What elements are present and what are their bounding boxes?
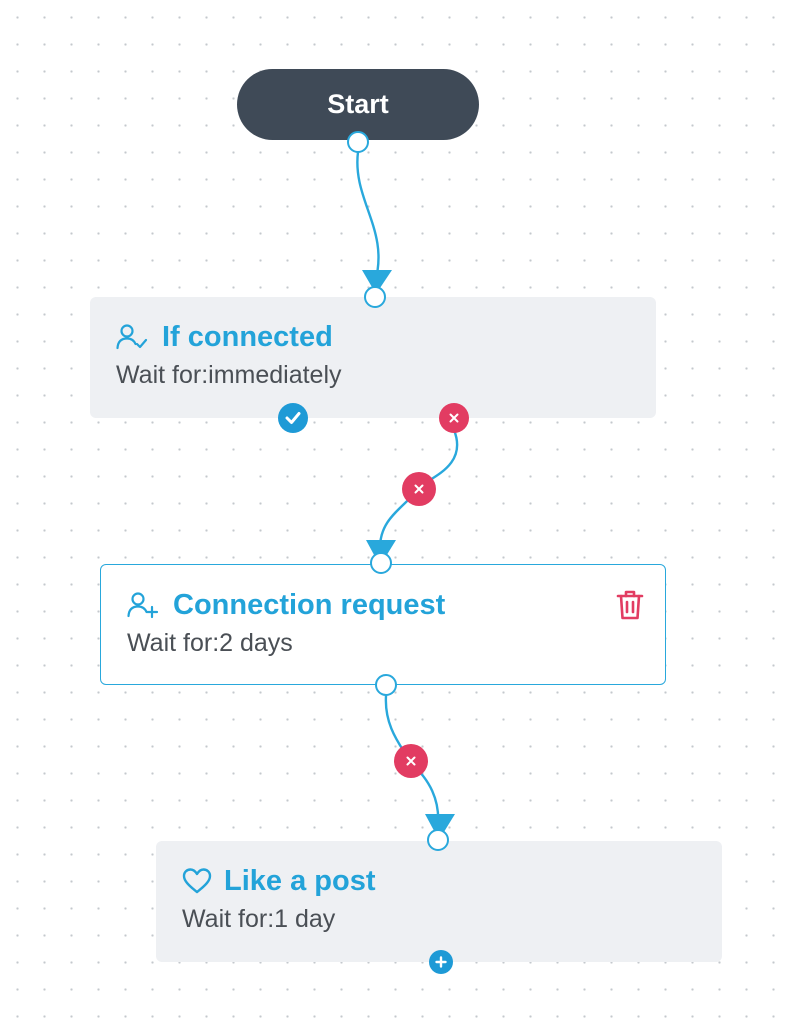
start-output-port[interactable] [347, 131, 369, 153]
user-check-icon [116, 324, 148, 350]
heart-icon [182, 868, 212, 894]
no-branch-button[interactable] [439, 403, 469, 433]
wait-label: Wait for: [182, 905, 275, 933]
close-icon [414, 484, 424, 494]
wait-value: 2 days [219, 629, 293, 657]
step-title: If connected [116, 319, 630, 355]
add-step-button[interactable] [429, 950, 453, 974]
step-card-like-a-post[interactable]: Like a post Wait for:1 day [156, 841, 722, 962]
trash-icon[interactable] [615, 589, 645, 621]
check-icon [285, 412, 301, 424]
yes-branch-button[interactable] [278, 403, 308, 433]
close-icon [449, 413, 459, 423]
start-label: Start [327, 89, 389, 119]
like-a-post-input-port[interactable] [427, 829, 449, 851]
connector-start-to-if-connected [356, 150, 380, 284]
connection-request-input-port[interactable] [370, 552, 392, 574]
delete-connection-button[interactable] [394, 744, 428, 778]
connection-request-output-port[interactable] [375, 674, 397, 696]
step-wait: Wait for:1 day [182, 903, 696, 935]
step-title: Connection request [127, 587, 639, 623]
wait-value: 1 day [274, 905, 336, 933]
step-wait: Wait for:immediately [116, 359, 630, 391]
step-card-if-connected[interactable]: If connected Wait for:immediately [90, 297, 656, 418]
wait-label: Wait for: [127, 629, 220, 657]
step-title: Like a post [182, 863, 696, 899]
step-title-text: If connected [162, 321, 333, 353]
arrowhead-3 [425, 814, 455, 840]
step-wait: Wait for:2 days [127, 627, 639, 659]
wait-label: Wait for: [116, 361, 209, 389]
arrowhead-1 [362, 270, 392, 294]
step-title-text: Connection request [173, 589, 446, 621]
user-plus-icon [127, 592, 159, 619]
step-card-connection-request[interactable]: Connection request Wait for:2 days [100, 564, 666, 685]
start-node[interactable]: Start [237, 69, 479, 140]
wait-value: immediately [208, 361, 342, 389]
delete-connection-button[interactable] [402, 472, 436, 506]
step-title-text: Like a post [224, 865, 376, 897]
plus-icon [435, 956, 447, 968]
if-connected-input-port[interactable] [364, 286, 386, 308]
close-icon [406, 756, 416, 766]
